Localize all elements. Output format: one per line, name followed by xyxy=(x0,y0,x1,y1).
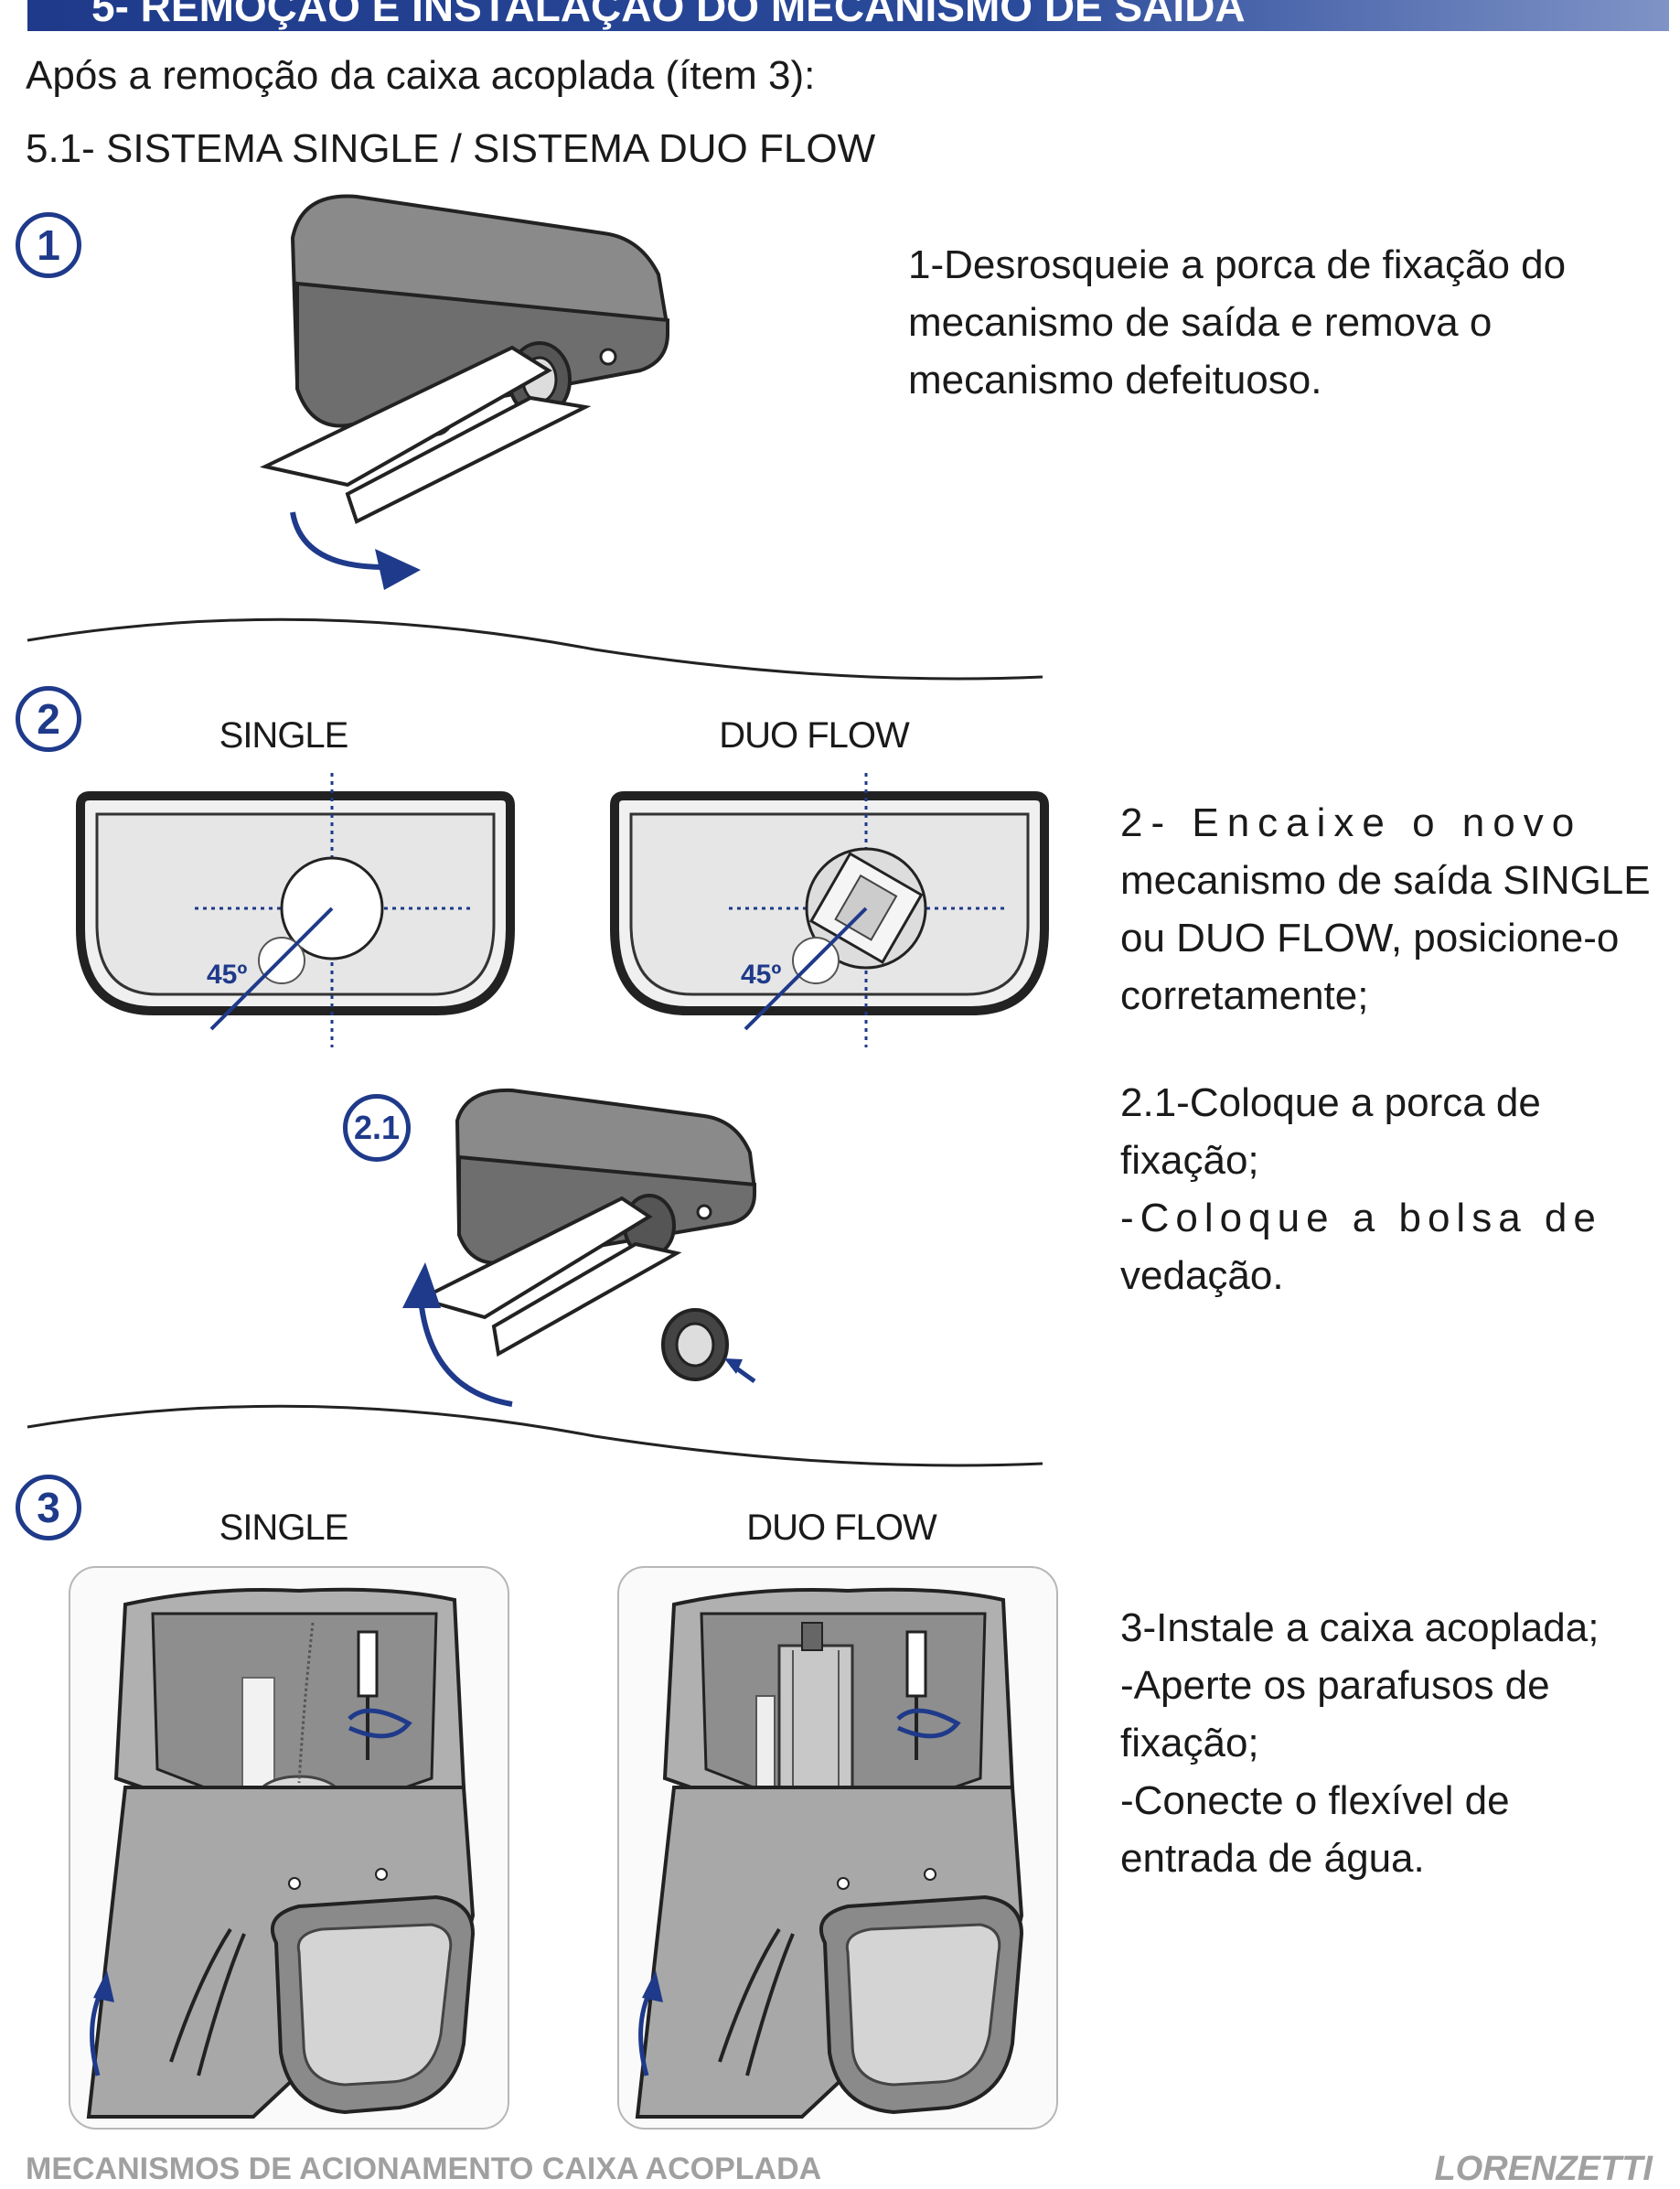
step-2-1-line: vedação. xyxy=(1120,1253,1284,1298)
step-2-line: 2- Encaixe o novo xyxy=(1120,800,1583,845)
subsection-title: 5.1- SISTEMA SINGLE / SISTEMA DUO FLOW xyxy=(26,126,876,171)
toilet-duo-flow-illustration xyxy=(635,1587,1024,2119)
step-2-1-line: -Coloque a bolsa de xyxy=(1120,1196,1602,1240)
section-divider xyxy=(27,617,1043,681)
step-2-1-badge: 2.1 xyxy=(343,1094,411,1162)
step-2-line: ou DUO FLOW, posicione-o xyxy=(1120,916,1620,960)
tank-top-view-duo-flow: 45º xyxy=(610,773,1049,1047)
label-single: SINGLE xyxy=(219,715,349,756)
step-2-1-line: fixação; xyxy=(1120,1138,1259,1183)
intro-text: Após a remoção da caixa acoplada (ítem 3… xyxy=(26,53,816,98)
step-1-badge: 1 xyxy=(16,212,81,278)
step-3-line: -Aperte os parafusos de xyxy=(1120,1663,1550,1708)
angle-label-single: 45º xyxy=(207,960,247,990)
brand-logo: LORENZETTI xyxy=(1434,2150,1653,2188)
step-3-line: -Conecte o flexível de xyxy=(1120,1778,1510,1823)
step-2-instructions: 2- Encaixe o novo mecanismo de saída SIN… xyxy=(1120,794,1660,1025)
step-3-instructions: 3-Instale a caixa acoplada; -Aperte os p… xyxy=(1120,1599,1660,1887)
tank-top-view-single: 45º xyxy=(76,773,515,1047)
step-3-line: 3-Instale a caixa acoplada; xyxy=(1120,1605,1600,1650)
step-1-line: mecanismo defeituoso. xyxy=(908,358,1322,402)
step-3-line: fixação; xyxy=(1120,1721,1259,1765)
step-1-line: mecanismo de saída e remova o xyxy=(908,300,1493,345)
label-single: SINGLE xyxy=(219,1508,349,1548)
step-1-illustration xyxy=(259,194,670,590)
step-3-line: entrada de água. xyxy=(1120,1836,1425,1881)
step-1-line: 1-Desrosqueie a porca de fixação do xyxy=(908,242,1567,287)
step-1-instructions: 1-Desrosqueie a porca de fixação do meca… xyxy=(908,236,1649,409)
step-2-1-illustration xyxy=(402,1088,757,1407)
angle-label-duo-flow: 45º xyxy=(741,960,781,990)
step-2-line: mecanismo de saída SINGLE xyxy=(1120,858,1651,903)
panel-duo-flow-installed xyxy=(617,1566,1058,2130)
section-divider xyxy=(27,1404,1043,1467)
footer-document-title: MECANISMOS DE ACIONAMENTO CAIXA ACOPLADA xyxy=(26,2151,822,2186)
label-duo-flow: DUO FLOW xyxy=(746,1508,937,1548)
panel-single-installed xyxy=(69,1566,509,2130)
label-duo-flow: DUO FLOW xyxy=(719,715,910,756)
section-title-banner: 5- REMOÇÃO E INSTALAÇÃO DO MECANISMO DE … xyxy=(27,0,1669,31)
step-2-line: corretamente; xyxy=(1120,973,1369,1018)
step-2-1-instructions: 2.1-Coloque a porca de fixação; -Coloque… xyxy=(1120,1074,1660,1304)
toilet-single-illustration xyxy=(86,1587,476,2119)
step-3-badge: 3 xyxy=(16,1475,81,1540)
step-2-1-line: 2.1-Coloque a porca de xyxy=(1120,1080,1541,1125)
step-2-badge: 2 xyxy=(16,686,81,752)
